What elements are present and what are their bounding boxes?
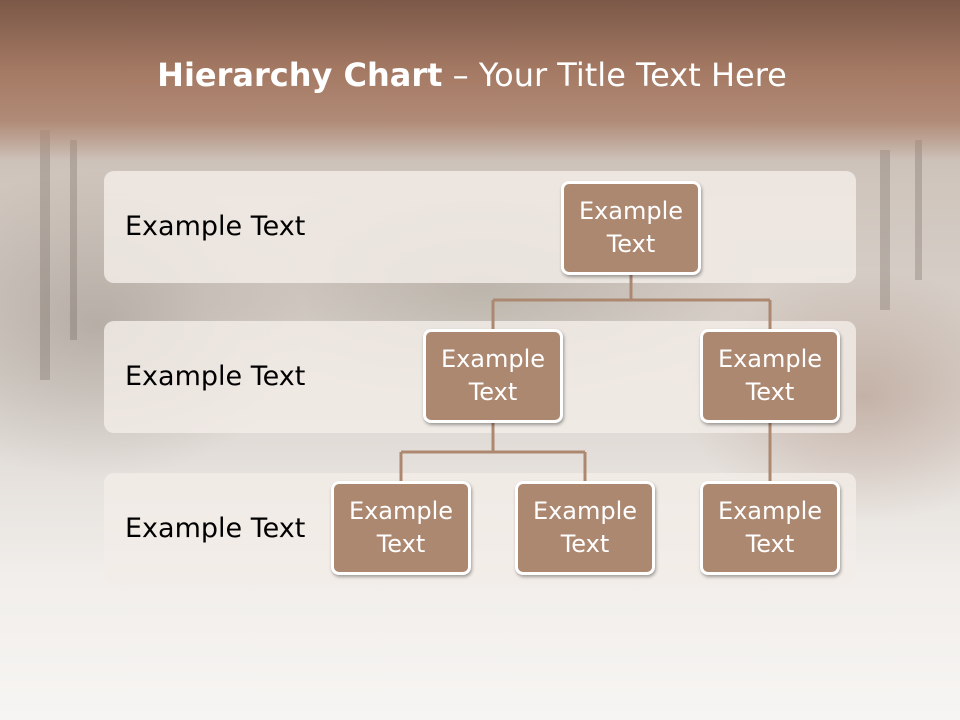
level-label-1: Example Text [125, 211, 306, 242]
title-bar: Hierarchy Chart – Your Title Text Here [0, 0, 960, 160]
level-band-1: Example Text [104, 171, 856, 283]
node-level3-c[interactable]: Example Text [700, 481, 840, 575]
node-root[interactable]: Example Text [561, 181, 701, 275]
title-bold: Hierarchy Chart [157, 56, 443, 94]
node-level2-right[interactable]: Example Text [700, 329, 840, 423]
node-level3-b[interactable]: Example Text [515, 481, 655, 575]
level-label-2: Example Text [125, 361, 306, 392]
title-rest: – Your Title Text Here [442, 56, 787, 94]
node-level3-a[interactable]: Example Text [331, 481, 471, 575]
node-level2-left[interactable]: Example Text [423, 329, 563, 423]
level-label-3: Example Text [125, 513, 306, 544]
slide-title: Hierarchy Chart – Your Title Text Here [0, 55, 944, 95]
